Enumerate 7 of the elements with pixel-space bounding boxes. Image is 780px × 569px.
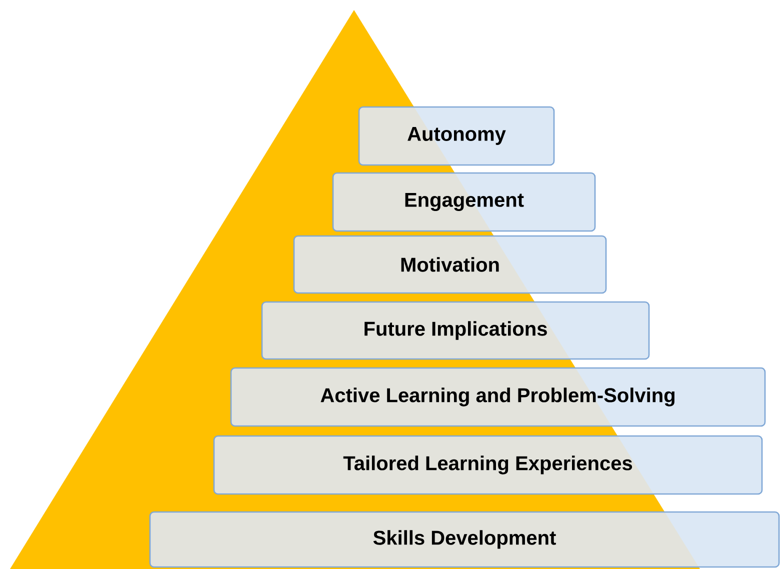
level-box: Engagement xyxy=(332,172,596,232)
level-box: Future Implications xyxy=(261,301,650,360)
level-box: Tailored Learning Experiences xyxy=(213,435,763,495)
level-box: Active Learning and Problem-Solving xyxy=(230,367,766,427)
level-box: Autonomy xyxy=(358,106,555,166)
level-box: Motivation xyxy=(293,235,607,294)
level-box: Skills Development xyxy=(149,511,780,568)
